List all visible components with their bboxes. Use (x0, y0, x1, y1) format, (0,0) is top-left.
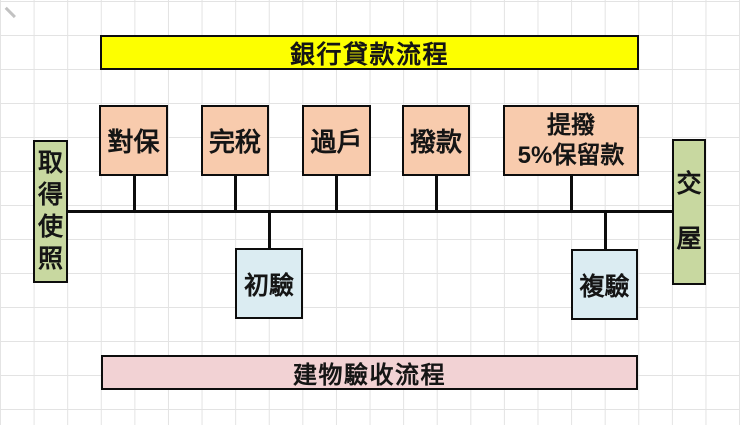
step-box-duibao: 對保 (99, 105, 168, 176)
connector-reinspection (603, 212, 607, 250)
connector-duibao (132, 176, 136, 211)
timeline-horizontal-line (68, 210, 673, 213)
bank-loan-process-title: 銀行貸款流程 (289, 40, 449, 69)
step-label-line2: 5%保留款 (517, 141, 625, 169)
connector-retention-fund (569, 176, 573, 211)
vertical-char: 交 (676, 170, 702, 199)
building-inspection-process-title: 建物驗收流程 (293, 362, 446, 389)
step-box-retention-fund: 提撥 5%保留款 (503, 105, 639, 176)
bank-loan-process-banner: 銀行貸款流程 (100, 35, 639, 70)
step-label: 完稅 (208, 127, 261, 157)
reinspection-box: 複驗 (571, 249, 638, 320)
step-box-wanshui: 完稅 (201, 105, 269, 176)
step-label-multiline: 提撥 5%保留款 (518, 111, 625, 171)
building-inspection-process-banner: 建物驗收流程 (101, 355, 638, 390)
inspection-label: 初驗 (243, 271, 294, 300)
step-label-line1: 提撥 (547, 111, 595, 139)
connector-bokuan (434, 176, 438, 211)
connector-first-inspection (267, 212, 271, 249)
step-label: 過戶 (310, 127, 363, 157)
first-inspection-box: 初驗 (235, 248, 303, 319)
connector-guohu (335, 176, 338, 211)
house-handover-box: 交 屋 (672, 139, 706, 285)
step-label: 對保 (107, 127, 160, 157)
connector-wanshui (234, 176, 237, 211)
inspection-label: 複驗 (579, 272, 630, 301)
step-box-bokuan: 撥款 (402, 105, 470, 176)
obtain-usage-license-box: 取 得 使 照 (33, 140, 68, 283)
vertical-char: 得 (37, 181, 63, 209)
vertical-char: 使 (37, 213, 63, 241)
vertical-char: 屋 (676, 224, 702, 253)
step-label: 撥款 (409, 127, 462, 157)
step-box-guohu: 過戶 (302, 105, 371, 176)
vertical-char: 照 (37, 245, 63, 273)
vertical-char: 取 (37, 149, 63, 177)
